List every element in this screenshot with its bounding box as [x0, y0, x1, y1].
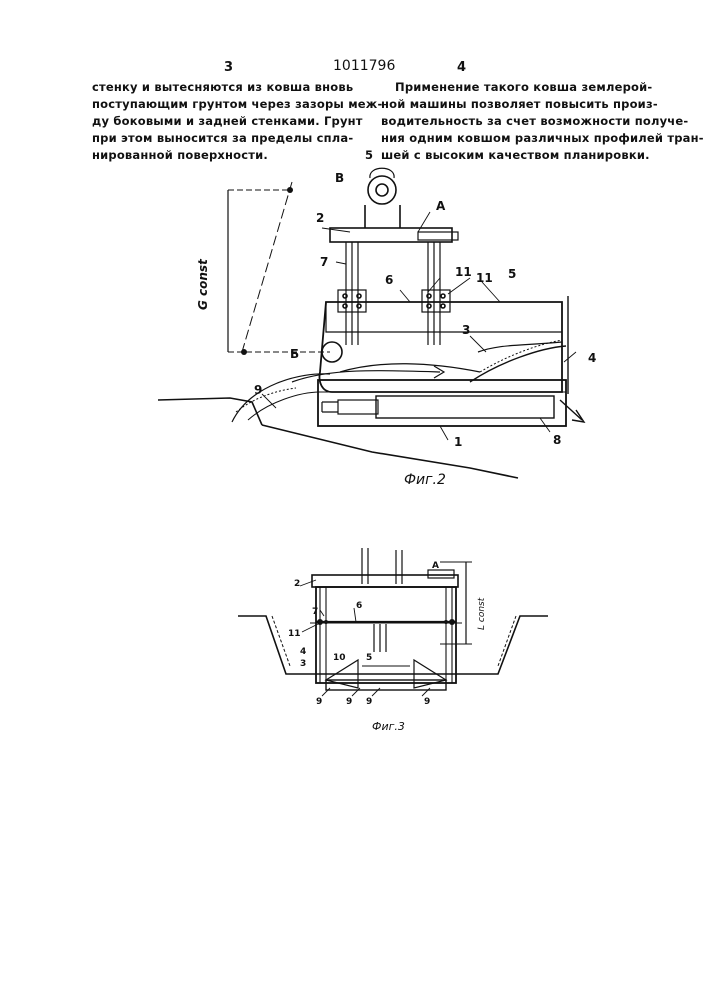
fig3-label-9d: 9 — [424, 697, 430, 707]
fig2-label-11a: 11 — [455, 265, 472, 279]
fig3-dimension-label: L const — [477, 597, 487, 630]
figure-2-drawing: В 2 A 7 6 11 11 5 Б 3 4 9 1 8 G const Фи… — [0, 0, 707, 520]
fig3-label-2: 2 — [294, 579, 300, 589]
fig3-label-4: 4 — [300, 647, 306, 657]
fig2-label-3: 3 — [462, 323, 470, 337]
fig3-label-5: 5 — [366, 653, 372, 663]
fig2-label-1: 1 — [454, 435, 462, 449]
fig3-caption: Фиг.3 — [372, 720, 405, 733]
fig2-label-2: 2 — [316, 211, 324, 225]
fig3-label-a: A — [432, 561, 439, 571]
fig3-label-6: 6 — [356, 601, 362, 611]
fig3-label-7: 7 — [312, 607, 318, 617]
fig3-label-9a: 9 — [316, 697, 322, 707]
fig2-label-8: 8 — [553, 433, 561, 447]
fig2-label-b: Б — [290, 347, 299, 361]
fig2-label-4: 4 — [588, 351, 596, 365]
fig2-dimension-label: G const — [196, 258, 210, 310]
fig2-label-9: 9 — [254, 383, 262, 397]
fig3-label-3: 3 — [300, 659, 306, 669]
fig2-label-11b: 11 — [476, 271, 493, 285]
fig2-label-a: A — [436, 199, 446, 213]
fig3-label-9b: 9 — [346, 697, 352, 707]
fig3-label-11: 11 — [288, 629, 301, 639]
fig2-caption: Фиг.2 — [404, 472, 446, 488]
fig2-label-6: 6 — [385, 273, 393, 287]
figure-3-drawing: 2 A 7 6 11 4 3 10 5 9 9 9 9 L const Фиг.… — [0, 520, 707, 760]
fig2-label-v: В — [335, 171, 344, 185]
fig2-label-5: 5 — [508, 267, 516, 281]
fig3-label-10: 10 — [333, 653, 346, 663]
fig3-label-9c: 9 — [366, 697, 372, 707]
fig2-label-7: 7 — [320, 255, 328, 269]
